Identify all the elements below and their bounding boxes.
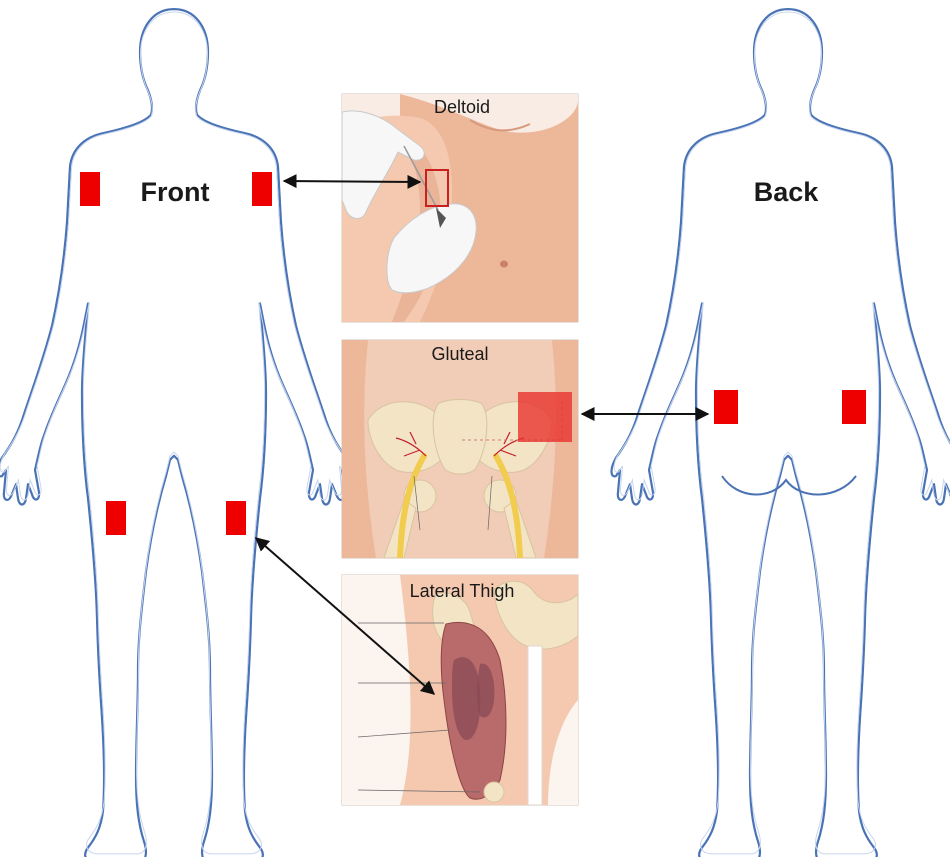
deltoid-panel: Deltoid [342,94,578,322]
front-thigh-left-site [106,501,126,535]
gluteal-panel: Gluteal [342,340,578,558]
front-thigh-right-site [226,501,246,535]
back-gluteal-right-site [842,390,866,424]
front-deltoid-left-site [80,172,100,206]
nipple-detail [500,261,508,268]
front-deltoid-right-site [252,172,272,206]
deltoid-panel-title: Deltoid [434,97,490,117]
deltoid-arrow [284,181,420,182]
back-view-label: Back [754,177,820,207]
lateral-thigh-panel-title: Lateral Thigh [410,581,515,601]
front-view-label: Front [141,177,210,207]
gluteal-injection-area [518,392,572,442]
back-gluteal-left-site [714,390,738,424]
front-body-figure [0,9,351,857]
back-body-figure [612,9,950,857]
lateral-thigh-panel: Lateral Thigh [342,575,578,805]
gluteal-panel-title: Gluteal [431,344,488,364]
thigh-gap [528,646,542,805]
